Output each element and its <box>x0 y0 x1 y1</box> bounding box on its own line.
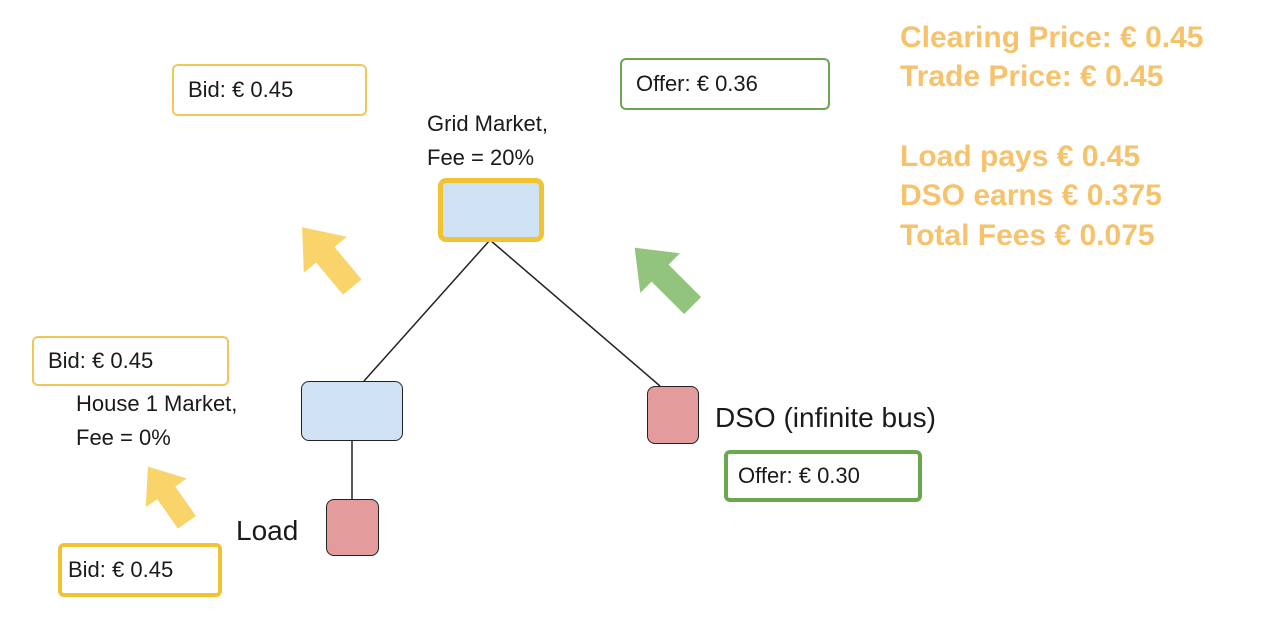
total-fees-text: Total Fees € 0.075 <box>900 219 1155 252</box>
grid-market-fee: Fee = 20% <box>427 145 535 170</box>
grid-offer-label: Offer: € 0.36 <box>636 71 758 96</box>
grid-offer-box: Offer: € 0.36 <box>620 58 830 110</box>
grid-market-node <box>438 178 544 242</box>
bid-arrow-icon-upper <box>302 227 362 295</box>
dso-earns-text: DSO earns € 0.375 <box>900 179 1162 212</box>
house-bid-box: Bid: € 0.45 <box>32 336 229 386</box>
dso-offer-box: Offer: € 0.30 <box>724 450 922 502</box>
bid-arrow-icon-lower <box>145 466 196 529</box>
dso-node <box>647 386 699 444</box>
load-bid-box: Bid: € 0.45 <box>58 543 222 597</box>
edge-grid-to-dso <box>489 239 661 387</box>
clearing-price-text: Clearing Price: € 0.45 <box>900 21 1204 54</box>
offer-arrow-icon <box>634 247 702 315</box>
grid-market-name: Grid Market, <box>427 111 549 136</box>
edge-grid-to-house <box>363 239 491 382</box>
dso-label: DSO (infinite bus) <box>715 402 936 433</box>
trade-price-text: Trade Price: € 0.45 <box>900 60 1164 93</box>
house-market-name: House 1 Market, <box>76 391 238 416</box>
grid-bid-box: Bid: € 0.45 <box>172 64 367 116</box>
load-bid-label: Bid: € 0.45 <box>68 557 174 582</box>
house-market-node <box>301 381 403 441</box>
load-label: Load <box>236 515 299 546</box>
house-bid-label: Bid: € 0.45 <box>48 348 154 373</box>
grid-bid-label: Bid: € 0.45 <box>188 77 294 102</box>
load-node <box>326 499 379 556</box>
dso-offer-label: Offer: € 0.30 <box>738 463 860 488</box>
load-pays-text: Load pays € 0.45 <box>900 140 1141 173</box>
house-market-fee: Fee = 0% <box>76 425 171 450</box>
